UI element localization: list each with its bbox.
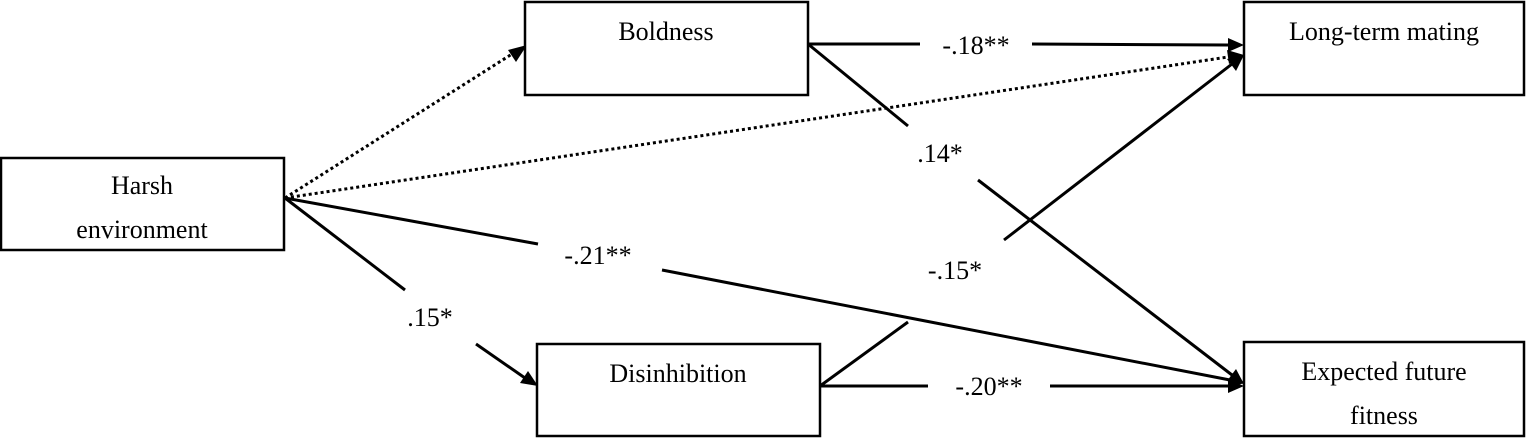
- edges: [284, 38, 1245, 393]
- edge-boldness-fitness-seg1: [807, 42, 909, 128]
- arrowhead-disinhib-fitness: [1228, 379, 1244, 393]
- node-label-line: Harsh: [111, 171, 173, 200]
- node-box: [535, 342, 822, 438]
- node-box: [0, 156, 286, 252]
- edge-disinhib-longterm-seg2: [1003, 62, 1233, 242]
- arrowhead-boldness-longterm: [1228, 38, 1244, 52]
- node-label-line: fitness: [1350, 401, 1418, 430]
- arrowhead-boldness-fitness: [1227, 369, 1244, 384]
- edge-harsh-disinhib-seg2: [475, 342, 526, 380]
- node-box: [523, 0, 810, 97]
- node-box: [1242, 340, 1526, 438]
- node-label-line: environment: [76, 215, 208, 244]
- label-boldness-fitness: .14*: [917, 139, 963, 168]
- label-harsh-disinhib: .15*: [407, 303, 453, 332]
- edge-boldness-fitness-seg2: [977, 178, 1233, 377]
- edge-harsh-fitness-seg1: [284, 196, 539, 246]
- label-boldness-longterm: -.18**: [942, 31, 1009, 60]
- label-harsh-fitness: -.21**: [564, 241, 631, 270]
- edge-harsh-disinhib-seg1: [284, 196, 406, 292]
- edge-harsh-fitness-seg2: [661, 268, 1231, 382]
- node-long-term-mating: Long-term mating: [1242, 0, 1526, 97]
- node-disinhibition: Disinhibition: [535, 342, 822, 438]
- edge-harsh-longterm: [284, 55, 1229, 200]
- label-disinhib-fitness: -.20**: [955, 372, 1022, 401]
- arrowhead-disinhib-longterm: [1227, 55, 1244, 71]
- node-label-line: Boldness: [618, 17, 713, 46]
- label-disinhib-longterm: -.15*: [928, 256, 982, 285]
- arrowhead-harsh-disinhib: [520, 371, 538, 386]
- node-label-line: Expected future: [1301, 357, 1466, 386]
- arrowhead-harsh-boldness: [508, 45, 527, 62]
- edge-boldness-longterm-seg2: [1031, 42, 1229, 47]
- edge-harsh-boldness: [284, 52, 513, 200]
- node-expected-future-fitness: Expected future fitness: [1242, 340, 1526, 438]
- node-label-line: Long-term mating: [1289, 17, 1479, 46]
- node-boldness: Boldness: [523, 0, 810, 97]
- node-label-line: Disinhibition: [609, 359, 746, 388]
- node-box: [1242, 0, 1526, 97]
- edge-disinhib-longterm-seg1: [819, 320, 909, 388]
- edge-labels: -.18** .14* -.21** -.15* .15* -.20**: [407, 31, 1022, 401]
- node-harsh-environment: Harsh environment: [0, 156, 286, 252]
